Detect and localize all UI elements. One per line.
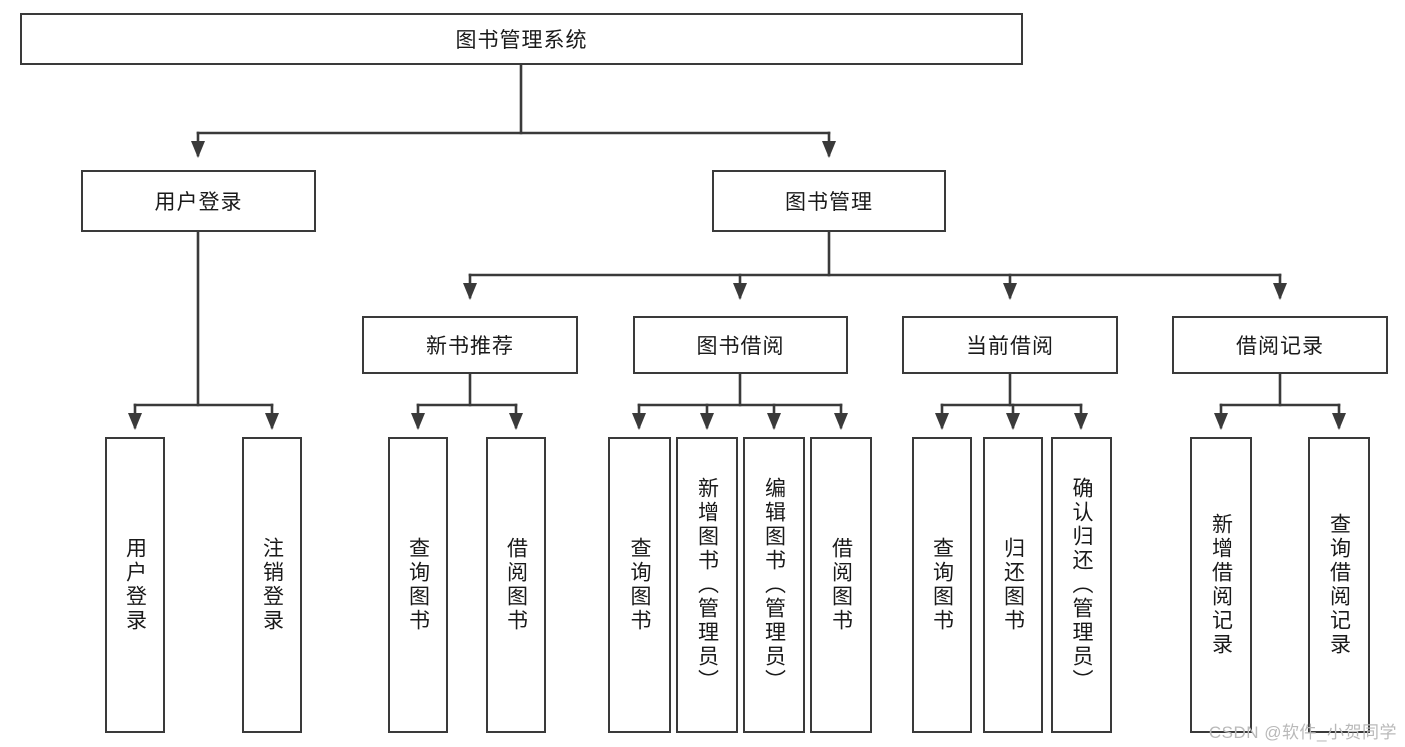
node-leaf-6[interactable]: 编辑图书（管理员） [743,437,805,733]
node-leaf-3[interactable]: 借阅图书 [486,437,546,733]
node-leaf-12[interactable]: 查询借阅记录 [1308,437,1370,733]
node-level3-3[interactable]: 借阅记录 [1172,316,1388,374]
node-level2-0[interactable]: 用户登录 [81,170,316,232]
watermark: CSDN @软件_小贺同学 [1208,723,1397,742]
node-root[interactable]: 图书管理系统 [20,13,1023,65]
node-leaf-4[interactable]: 查询图书 [608,437,671,733]
node-label: 当前借阅 [966,335,1054,358]
arrowhead [935,413,949,430]
arrowhead [463,283,477,300]
node-label: 用户登录 [154,191,243,214]
node-leaf-8[interactable]: 查询图书 [912,437,972,733]
node-label: 借阅记录 [1236,335,1324,358]
node-label: 归还图书 [1001,537,1025,633]
node-level3-0[interactable]: 新书推荐 [362,316,578,374]
arrowhead [834,413,848,430]
arrowhead [509,413,523,430]
node-label: 查询图书 [406,537,430,633]
arrowhead [128,413,142,430]
arrowhead [767,413,781,430]
arrowhead [1074,413,1088,430]
arrowhead [700,413,714,430]
node-label: 查询图书 [628,537,651,633]
node-leaf-10[interactable]: 确认归还（管理员） [1051,437,1112,733]
node-level2-1[interactable]: 图书管理 [712,170,946,232]
node-label: 确认归还（管理员） [1070,477,1093,693]
node-leaf-5[interactable]: 新增图书（管理员） [676,437,738,733]
arrowhead [733,283,747,300]
node-label: 新增图书（管理员） [695,477,719,693]
node-label: 查询借阅记录 [1327,513,1351,657]
node-leaf-0[interactable]: 用户登录 [105,437,165,733]
node-label: 图书借阅 [696,335,785,358]
node-label: 借阅图书 [504,537,528,633]
node-label: 图书管理 [785,191,873,214]
arrowhead [1003,283,1017,300]
node-leaf-1[interactable]: 注销登录 [242,437,302,733]
node-leaf-2[interactable]: 查询图书 [388,437,448,733]
arrowhead [1006,413,1020,430]
node-level3-1[interactable]: 图书借阅 [633,316,848,374]
arrowhead [822,141,836,158]
arrowhead [1273,283,1287,300]
arrowhead [191,141,205,158]
node-leaf-11[interactable]: 新增借阅记录 [1190,437,1252,733]
node-leaf-9[interactable]: 归还图书 [983,437,1043,733]
node-level3-2[interactable]: 当前借阅 [902,316,1118,374]
node-label: 图书管理系统 [455,29,588,52]
node-label: 借阅图书 [829,537,853,633]
arrowhead [411,413,425,430]
node-label: 新增借阅记录 [1209,513,1233,657]
node-label: 查询图书 [930,537,954,633]
node-leaf-7[interactable]: 借阅图书 [810,437,872,733]
arrowhead [1332,413,1346,430]
node-label: 新书推荐 [426,335,514,358]
node-label: 用户登录 [123,537,147,633]
node-label: 编辑图书（管理员） [762,477,786,693]
arrowhead [632,413,646,430]
node-label: 注销登录 [260,537,284,633]
arrowhead [265,413,279,430]
arrowhead [1214,413,1228,430]
